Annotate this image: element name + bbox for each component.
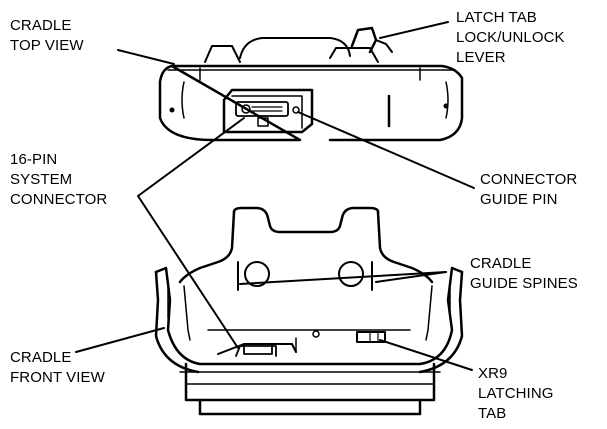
label-line: CONNECTOR [10, 191, 108, 208]
label-line: LEVER [456, 49, 506, 66]
label-cradle-front-view: CRADLE FRONT VIEW [10, 348, 105, 388]
label-line: XR9 [478, 365, 508, 382]
label-line: LOCK/UNLOCK [456, 29, 565, 46]
leader-system-connector-front [137, 195, 239, 349]
leader-latch-lever [379, 21, 449, 39]
label-line: GUIDE SPINES [470, 275, 578, 292]
label-line: LATCH TAB [456, 9, 537, 26]
leader-latching-tab [379, 339, 473, 371]
label-cradle-top-view: CRADLE TOP VIEW [10, 16, 84, 56]
label-line: CONNECTOR [480, 171, 578, 188]
label-line: LATCHING [478, 385, 554, 402]
leader-front-view [75, 327, 165, 353]
label-line: CRADLE [10, 349, 72, 366]
leader-top-view [117, 49, 175, 65]
label-line: TOP VIEW [10, 37, 84, 54]
label-line: 16-PIN [10, 151, 58, 168]
label-line: FRONT VIEW [10, 369, 105, 386]
label-cradle-guide-spines: CRADLE GUIDE SPINES [470, 254, 578, 294]
label-line: GUIDE PIN [480, 191, 558, 208]
cradle-top-view-drawing [158, 26, 464, 142]
label-line: CRADLE [10, 17, 72, 34]
leader-lines [75, 21, 475, 371]
label-line: SYSTEM [10, 171, 73, 188]
leader-system-connector-top [137, 117, 245, 197]
leader-guide-pin [297, 111, 475, 189]
leader-guide-spine-left [239, 271, 447, 285]
label-latch-tab-lever: LATCH TAB LOCK/UNLOCK LEVER [456, 8, 565, 68]
label-line: CRADLE [470, 255, 532, 272]
leader-guide-spine-right [375, 271, 447, 283]
label-system-connector: 16-PIN SYSTEM CONNECTOR [10, 150, 107, 210]
cradle-front-view-drawing [154, 206, 464, 416]
label-connector-guide-pin: CONNECTOR GUIDE PIN [480, 170, 577, 210]
label-xr9-latching-tab: XR9 LATCHING TAB [478, 364, 554, 424]
label-line: TAB [478, 405, 507, 422]
